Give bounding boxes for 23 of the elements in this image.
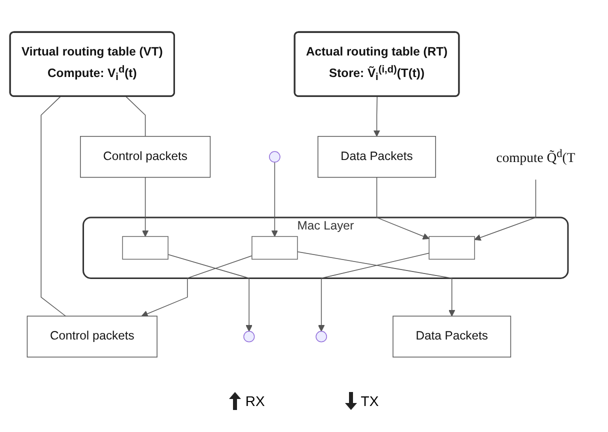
arrow <box>297 252 456 317</box>
node-box <box>26 316 158 358</box>
arrow <box>141 256 252 318</box>
arrow <box>271 162 278 238</box>
node-box <box>252 236 298 260</box>
arrow <box>168 254 252 332</box>
cluster <box>82 217 569 280</box>
node-box <box>80 136 211 178</box>
arrow <box>376 177 430 240</box>
arrow <box>142 177 149 238</box>
arrow <box>373 96 380 138</box>
signal-label: TX <box>360 393 379 409</box>
node-text: compute Q̃$^{d}$(T <box>496 148 576 166</box>
flowchart-drawing: Mac Layer Virtual routing table (VT) Compute: V$_{i}$$^{d}$(t) Actual routing table (RT) Store: Ṽ$_{i}$$^{(i,d)}$(T(t)) Control packets Data Packets compute Q̃$^{d}$(T Control packets Data Packets <box>4 26 604 364</box>
node-box <box>428 236 475 260</box>
connector <box>126 96 146 138</box>
arrow <box>474 180 536 242</box>
node-box <box>122 236 168 260</box>
connector <box>40 96 66 317</box>
node-box <box>318 136 436 178</box>
node-box <box>392 316 512 358</box>
signal-label: RX <box>245 393 265 409</box>
arrow <box>318 253 430 332</box>
